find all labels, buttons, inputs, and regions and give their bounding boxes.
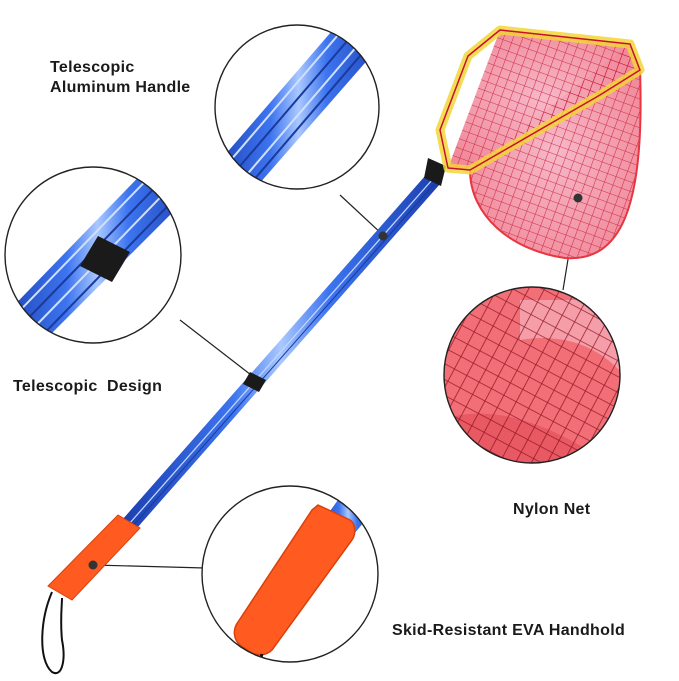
leader-line-design	[179, 319, 256, 379]
zoom-callout-net	[443, 286, 621, 464]
label-eva-handhold: Skid-Resistant EVA Handhold	[392, 622, 626, 639]
fishing-net-image	[41, 25, 645, 675]
label-telescopic-handle-line1: Telescopic	[50, 59, 135, 76]
pole-marker-dot	[378, 231, 388, 241]
zoom-callout-eva	[201, 485, 379, 663]
leader-line-eva	[92, 564, 206, 569]
zoom-callout-design	[4, 166, 182, 344]
leader-line-handle	[339, 194, 384, 236]
zoom-callout-handle	[214, 24, 380, 190]
net-head	[435, 25, 645, 260]
net-marker-dot	[573, 193, 583, 203]
label-nylon-net: Nylon Net	[513, 501, 591, 518]
grip-marker-dot	[88, 560, 98, 570]
label-telescopic-handle-line2: Aluminum Handle	[50, 79, 191, 96]
label-telescopic-design: Telescopic Design	[13, 378, 163, 395]
telescopic-pole	[122, 158, 446, 528]
eva-grip	[41, 514, 141, 675]
